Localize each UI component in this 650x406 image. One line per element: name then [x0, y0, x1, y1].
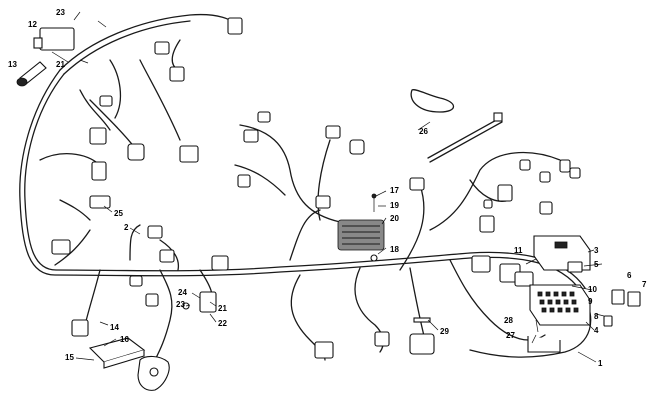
callout-12: 12 — [28, 20, 37, 29]
callout-21a: 21 — [56, 60, 65, 69]
callout-29: 29 — [440, 327, 449, 336]
ignition-coil — [33, 27, 75, 51]
callout-25: 25 — [114, 209, 123, 218]
rpm-sensor — [137, 355, 170, 391]
ground-terminal — [413, 317, 431, 323]
callout-22: 22 — [218, 319, 227, 328]
callout-4: 4 — [594, 326, 599, 335]
callout-6: 6 — [627, 271, 632, 280]
switch-assembly — [182, 291, 217, 313]
callout-11: 11 — [514, 246, 523, 255]
ecu-module — [88, 337, 146, 369]
callout-1: 1 — [598, 359, 603, 368]
callout-20: 20 — [390, 214, 399, 223]
callout-16: 16 — [120, 335, 129, 344]
callout-28: 28 — [504, 316, 513, 325]
spark-plug-cap — [16, 61, 47, 87]
cable-ties — [410, 89, 503, 163]
callout-21b: 21 — [218, 304, 227, 313]
callout-27: 27 — [506, 331, 515, 340]
callout-23a: 23 — [56, 8, 65, 17]
callout-5: 5 — [594, 260, 599, 269]
connectors — [51, 17, 581, 359]
regulator-nut — [370, 254, 378, 262]
callout-7: 7 — [642, 280, 647, 289]
relays — [567, 261, 641, 327]
voltage-regulator — [337, 219, 385, 251]
callout-8: 8 — [594, 312, 599, 321]
callout-10: 10 — [588, 285, 597, 294]
callout-2: 2 — [124, 223, 129, 232]
callout-19: 19 — [390, 201, 399, 210]
callout-14: 14 — [110, 323, 119, 332]
leader-lines — [51, 11, 605, 363]
callout-24: 24 — [178, 288, 187, 297]
callout-3: 3 — [594, 246, 599, 255]
fuse-box — [529, 284, 591, 326]
callout-13: 13 — [8, 60, 17, 69]
callout-labels: 1 2 3 4 5 6 7 8 9 10 11 12 13 14 15 16 1… — [8, 8, 647, 368]
bracket — [527, 336, 561, 353]
regulator-screw — [371, 193, 377, 212]
callout-26: 26 — [419, 127, 428, 136]
callout-18: 18 — [390, 245, 399, 254]
callout-9: 9 — [588, 297, 593, 306]
callout-15: 15 — [65, 353, 74, 362]
callout-23b: 23 — [176, 300, 185, 309]
callout-17: 17 — [390, 186, 399, 195]
